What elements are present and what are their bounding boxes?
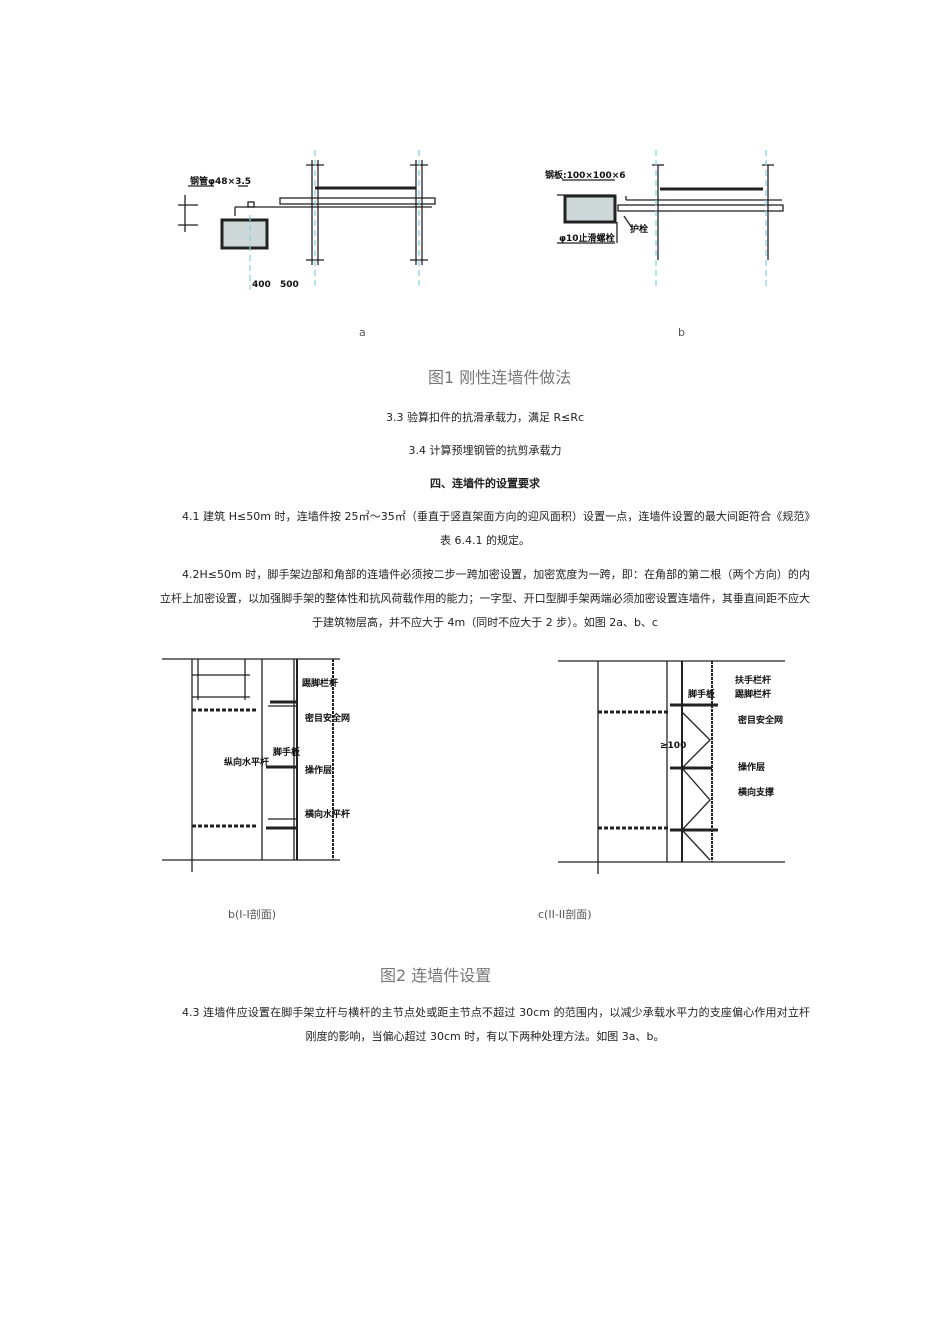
para-4-3: 4.3 连墙件应设置在脚手架立杆与横杆的主节点处或距主节点不超过 30cm 的范… bbox=[182, 1006, 810, 1043]
para-4-1: 4.1 建筑 H≤50m 时，连墙件按 25㎡～35㎡（垂直于竖直架面方向的迎风… bbox=[182, 510, 810, 547]
dim-400: 400 bbox=[252, 280, 271, 290]
b-note-toe-rail: 踢脚栏杆 bbox=[302, 677, 338, 689]
c-note-handrail: 扶手栏杆 bbox=[735, 674, 771, 686]
para-4-2: 4.2H≤50m 时，脚手架边部和角部的连墙件必须按二步一跨加密设置，加密宽度为… bbox=[160, 568, 810, 629]
c-note-scaffold-board: 脚手板 bbox=[688, 688, 716, 700]
figure-2-caption: 图2 连墙件设置 bbox=[380, 966, 491, 985]
b-note-transverse-bar: 横向水平杆 bbox=[305, 808, 350, 820]
c-note-dim: ≥100 bbox=[660, 741, 686, 751]
b-note-longitudinal-bar: 纵向水平杆 bbox=[224, 756, 269, 768]
para-3-3: 3.3 验算扣件的抗滑承载力，满足 R≤Rc bbox=[385, 411, 585, 424]
figure-1: 钢管φ48×3.5 400 500 a 钢板:100×100×6 φ10止滑螺栓… bbox=[178, 150, 784, 387]
c-note-safety-net: 密目安全网 bbox=[737, 714, 783, 726]
panel-b-label: b bbox=[678, 326, 685, 339]
c-note-working-layer: 操作层 bbox=[738, 761, 765, 773]
pipe-note: 钢管φ48×3.5 bbox=[190, 175, 251, 187]
panel-a-label: a bbox=[359, 326, 366, 339]
b-note-working-layer: 操作层 bbox=[305, 764, 332, 776]
panel-c-caption: c(II-II剖面) bbox=[538, 907, 592, 921]
guard-note: 护栓 bbox=[630, 223, 648, 235]
plate-note: 钢板:100×100×6 bbox=[545, 169, 626, 181]
c-note-bracing: 横向支撑 bbox=[738, 786, 774, 798]
figure-1-caption: 图1 刚性连墙件做法 bbox=[428, 368, 571, 387]
panel-b-caption: b(I-I剖面) bbox=[228, 907, 276, 921]
b-note-safety-net: 密目安全网 bbox=[304, 712, 350, 724]
bolt-note: φ10止滑螺栓 bbox=[559, 232, 615, 244]
c-note-toe-rail: 踢脚栏杆 bbox=[735, 688, 771, 700]
b-note-scaffold-board: 脚手板 bbox=[273, 746, 301, 758]
para-3-4: 3.4 计算预埋钢管的抗剪承载力 bbox=[408, 444, 562, 457]
section-heading-4: 四、连墙件的设置要求 bbox=[430, 477, 540, 490]
dim-500: 500 bbox=[280, 280, 299, 290]
